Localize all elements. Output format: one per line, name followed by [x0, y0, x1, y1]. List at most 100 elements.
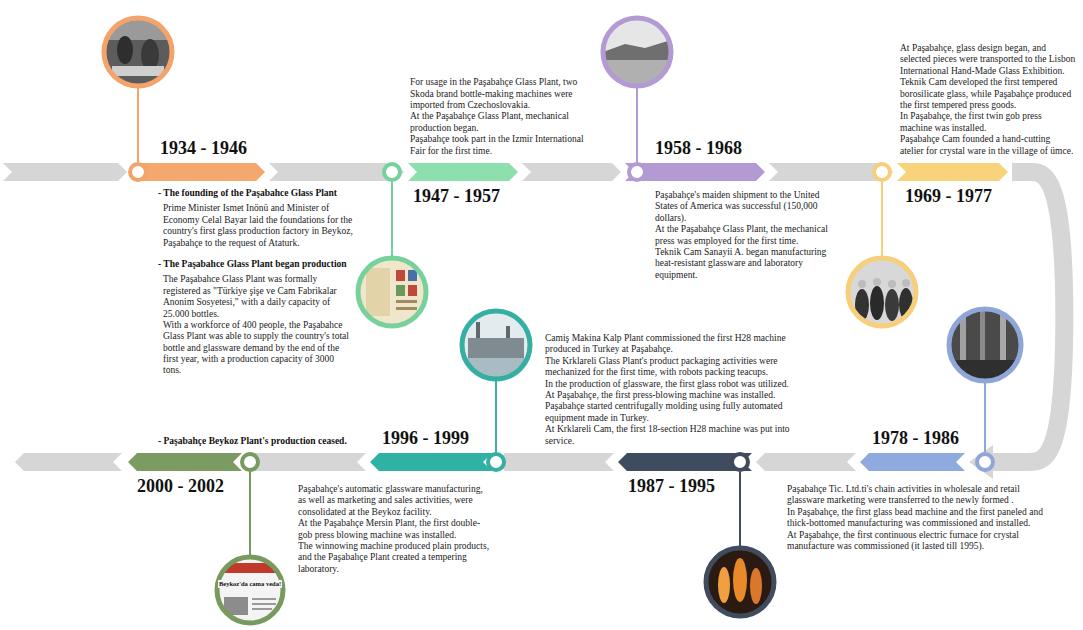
period-year: 1996 - 1999: [370, 428, 492, 448]
event-text-group: Paşabahçe's automatic glassware manufact…: [298, 484, 493, 575]
leader-line: [984, 383, 986, 452]
photo-beam: [1000, 309, 1006, 381]
photo-bench: [112, 66, 164, 76]
event-description: Prime Minister Ismet Inönü and Minister …: [163, 203, 353, 249]
period-chevron-shape: [860, 453, 965, 471]
period-chevron-shape: [128, 453, 242, 471]
newspaper-headline-group: Beykoz'da cama veda!: [218, 580, 282, 588]
event-description: Paşabahçe took part in the Izmir Interna…: [410, 134, 595, 157]
leader-line: [137, 88, 139, 162]
timeline-arrow: [496, 453, 614, 471]
photo-ground: [104, 18, 172, 86]
photo-line: [252, 603, 276, 605]
event-description: Teknik Cam Sanayii A. began manufacturin…: [655, 247, 840, 281]
event-description: In Paşabahçe, the first twin gob press m…: [900, 111, 1076, 134]
photo-ring: [217, 557, 283, 623]
photo-stamp: [396, 285, 405, 296]
timeline-arrow-shape: [496, 453, 614, 471]
period-year: 1947 - 1957: [408, 186, 518, 206]
period-chevron: [133, 163, 265, 181]
photo-water: [462, 358, 530, 379]
photo-line: [396, 300, 417, 303]
photo-water: [603, 60, 671, 86]
photo-wall: [104, 18, 172, 40]
photo-ground: [358, 258, 426, 326]
event-description: The Krklareli Glass Plant's product pack…: [545, 356, 800, 379]
photo-chimney: [476, 322, 480, 338]
event-description: Paşabahçe's maiden shipment to the Unite…: [655, 190, 840, 224]
photo-figure: [885, 289, 899, 321]
period-chevron-shape: [625, 163, 765, 181]
period-band: 1996 - 1999: [370, 428, 492, 471]
timeline-dot: [130, 164, 146, 180]
leader-line: [391, 182, 393, 256]
photo-page: [366, 268, 390, 316]
photo-masthead: [217, 563, 283, 573]
period-chevron: [860, 453, 965, 471]
photo-head: [888, 280, 896, 288]
timeline-arrow-bend: [993, 172, 1064, 462]
photo-line: [396, 307, 417, 310]
photo-head: [902, 279, 910, 287]
period-chevron: [408, 163, 518, 181]
photo-ground: [706, 548, 774, 616]
timeline-dot: [732, 454, 748, 470]
photo-line: [252, 608, 272, 610]
timeline-dot: [977, 454, 993, 470]
period-chevron: [625, 163, 765, 181]
timeline-arrow-shape: [756, 453, 856, 471]
timeline-dot: [629, 164, 645, 180]
period-band: 1958 - 1968: [625, 138, 765, 181]
photo-beam: [960, 309, 966, 381]
timeline-arrow: [269, 163, 404, 181]
event-text-group: Paşabahçe Tic. Ltd.ti's chain activities…: [787, 484, 1045, 552]
photo-glass: [750, 568, 762, 604]
photo-sky: [603, 18, 671, 86]
photo: [104, 18, 172, 86]
period-band: 2000 - 2002: [128, 453, 242, 496]
period-chevron: [370, 453, 492, 471]
leader-line: [881, 182, 883, 256]
arrow-head: [969, 445, 993, 479]
timeline-dot: [488, 454, 504, 470]
photo-ring: [603, 18, 671, 86]
leader-line: [495, 381, 497, 452]
timeline-arrow: [769, 163, 893, 181]
photo: [217, 557, 283, 623]
photo: [949, 309, 1021, 381]
photo-stamp: [408, 285, 417, 296]
photo: [358, 258, 426, 326]
timeline-arrow-shape: [269, 163, 404, 181]
event-heading: - Paşabahçe Beykoz Plant's production ce…: [158, 436, 390, 447]
photo-chimney: [506, 326, 510, 338]
event-description: At the Paşabahçe Mersin Plant, the first…: [298, 518, 493, 541]
event-text-group: - The founding of the Paşabahce Glass Pl…: [158, 188, 353, 377]
event-heading: - The founding of the Paşabahce Glass Pl…: [158, 188, 353, 199]
period-year: 2000 - 2002: [128, 476, 242, 496]
timeline-arrow: [756, 453, 856, 471]
event-description: Paşabahçe Tic. Ltd.ti's chain activities…: [787, 484, 1045, 507]
event-text-group: At Paşabahçe, glass design began, and se…: [900, 43, 1076, 157]
track-chevron: [15, 453, 122, 471]
photo-figure: [855, 289, 869, 321]
period-year: 1978 - 1986: [860, 428, 965, 448]
period-chevron: [128, 453, 242, 471]
event-description: Paşabahçe started centrifugally molding …: [545, 401, 800, 424]
photo-ground: [848, 258, 916, 326]
event-heading: - The Paşabahce Glass Plant began produc…: [158, 259, 353, 270]
period-year: 1934 - 1946: [133, 138, 265, 158]
period-chevron: [897, 163, 1008, 181]
leader-line: [636, 88, 638, 162]
timeline-arrow-shape: [522, 163, 621, 181]
timeline-dot: [242, 454, 258, 470]
timeline-arrow: [969, 172, 1064, 479]
photo-stamp: [408, 270, 417, 281]
photo-ring: [358, 258, 426, 326]
period-year: 1987 - 1995: [618, 476, 752, 496]
period-chevron-shape: [897, 163, 1008, 181]
photo-ground: [949, 309, 1021, 381]
photo-paper: [217, 557, 283, 623]
photo: [848, 258, 916, 326]
track-chevron: [3, 163, 127, 181]
